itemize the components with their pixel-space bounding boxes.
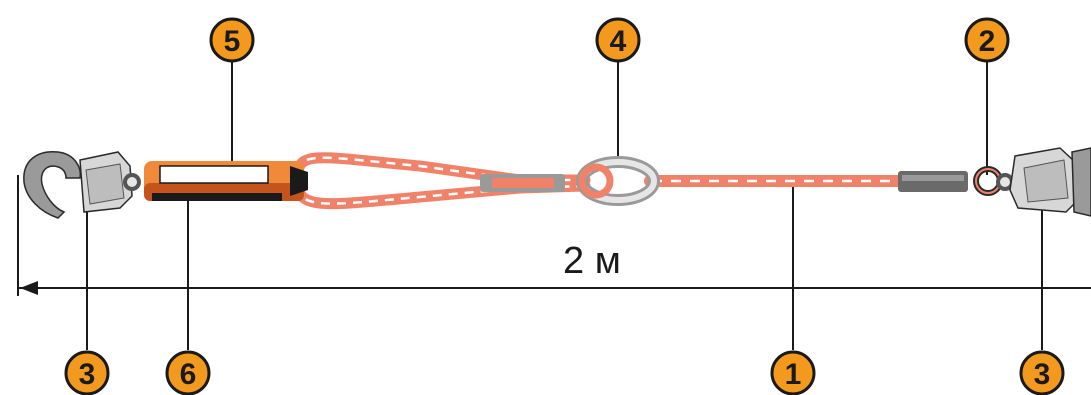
callout-4-number: 4 [610, 25, 627, 58]
callout-6-number: 6 [180, 358, 197, 391]
dimension-line: 2 м [17, 175, 1091, 296]
callout-1: 1 [770, 350, 816, 395]
callout-4: 4 [595, 17, 641, 63]
dimension-label: 2 м [563, 240, 621, 282]
callout-3-left-number: 3 [79, 358, 96, 391]
callout-5: 5 [209, 17, 255, 63]
callout-2: 2 [964, 17, 1010, 63]
callout-1-number: 1 [785, 358, 802, 391]
rope-end-splice [898, 166, 1003, 196]
callout-3-right: 3 [1019, 350, 1065, 395]
energy-absorber [144, 161, 308, 201]
snap-hook-left [23, 151, 141, 219]
callout-2-number: 2 [979, 25, 996, 58]
connecting-ring [576, 156, 660, 206]
callout-6: 6 [165, 350, 211, 395]
callout-3-left: 3 [64, 350, 110, 395]
callout-5-number: 5 [224, 25, 241, 58]
dimension-arrow-left [20, 281, 38, 295]
leader-lines [86, 62, 1043, 350]
callout-3-right-number: 3 [1034, 358, 1051, 391]
snap-hook-right [996, 147, 1091, 217]
rope-loop [292, 152, 591, 210]
